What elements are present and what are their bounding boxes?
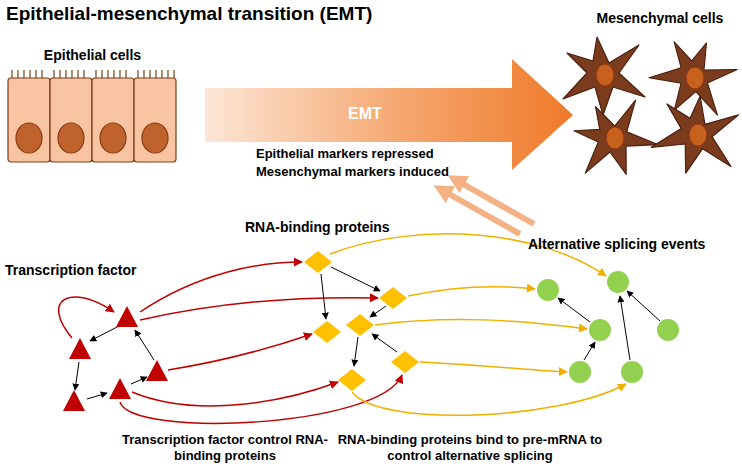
rbp-arrow	[420, 362, 567, 372]
rbp-diamond	[313, 321, 341, 343]
tf-triangle	[116, 306, 138, 327]
text-label: Alternative splicing events	[528, 236, 738, 253]
internal-arrow	[584, 342, 595, 360]
rbp-diamond	[304, 251, 332, 273]
epithelial-cell	[50, 78, 92, 162]
tf-triangle	[69, 338, 91, 359]
tf-arrow	[168, 334, 312, 370]
splicing-circle	[657, 319, 679, 341]
splicing-events	[537, 271, 679, 383]
cell-nucleus	[58, 123, 84, 153]
epithelial-cell	[8, 78, 50, 162]
internal-arrow	[627, 291, 660, 321]
internal-arrow	[372, 334, 397, 352]
internal-arrow	[75, 362, 79, 390]
rbp-diamond	[391, 351, 419, 373]
text-label: Mesenchymal markers induced	[256, 164, 496, 180]
splicing-circle	[621, 361, 643, 383]
cell-nucleus	[686, 67, 704, 89]
text-label: Mesenchymal cells	[580, 10, 740, 27]
text-label: Epithelial markers repressed	[256, 146, 496, 162]
mesenchymal-cell	[565, 91, 664, 187]
rbp-diamond	[338, 369, 366, 391]
microvilli	[12, 70, 174, 78]
tf-arrow	[132, 382, 338, 406]
internal-arrow	[354, 337, 358, 366]
rbp-arrow	[352, 384, 626, 415]
rna-binding-proteins	[304, 251, 419, 391]
rbp-arrows	[330, 234, 626, 416]
transcription-factors	[63, 306, 168, 411]
influence-arrow	[456, 180, 534, 224]
tf-triangle	[63, 390, 85, 411]
rbp-arrow	[408, 287, 535, 296]
process-arrow: EMT	[205, 57, 575, 172]
text-label: Transcription factor	[5, 262, 205, 279]
cell-nucleus	[100, 123, 126, 153]
internal-arrow	[135, 330, 154, 360]
tf-arrow	[59, 297, 114, 338]
internal-arrow	[370, 306, 386, 317]
tf-triangle	[109, 378, 131, 399]
splicing-circle	[589, 319, 611, 341]
splicing-circle	[569, 361, 591, 383]
mesenchymal-cell	[647, 87, 742, 184]
tf-arrow	[140, 262, 302, 312]
text-label: Epithelial cells	[5, 47, 180, 64]
epithelial-cells	[8, 70, 176, 162]
emt-arrow-shape	[205, 57, 575, 172]
text-label: RNA-binding proteins bind to pre-mRNA to…	[320, 432, 620, 463]
internal-arrow	[321, 274, 326, 319]
internal-arrow	[87, 393, 107, 399]
mesenchymal-cells	[563, 27, 742, 188]
cell-nucleus	[689, 124, 707, 146]
cell-nucleus	[596, 64, 614, 86]
internal-arrow	[90, 326, 119, 341]
splicing-circle	[537, 279, 559, 301]
epithelial-cell	[134, 78, 176, 162]
rbp-diamond	[379, 287, 407, 309]
diagram-title: Epithelial-mesenchymal transition (EMT)	[6, 3, 372, 26]
tf-arrow	[140, 298, 378, 320]
internal-arrow	[331, 267, 380, 291]
text-label: Transcription factor control RNA-binding…	[112, 432, 338, 463]
node-label: EMT	[315, 104, 415, 123]
rbp-arrow	[375, 319, 587, 329]
internal-arrows	[75, 267, 660, 399]
cell-nucleus	[16, 123, 42, 153]
epithelial-cell	[92, 78, 134, 162]
internal-arrow	[131, 377, 147, 384]
text-label: RNA-binding proteins	[245, 219, 445, 236]
rbp-diamond	[346, 314, 374, 336]
cell-nucleus	[606, 127, 624, 149]
emt-arrow	[205, 59, 573, 170]
tf-triangle	[146, 360, 168, 381]
internal-arrow	[558, 298, 590, 322]
influence-arrows	[442, 180, 534, 234]
cell-nucleus	[142, 123, 168, 153]
splicing-circle	[607, 271, 629, 293]
tf-arrows	[59, 262, 402, 423]
internal-arrow	[620, 296, 630, 360]
microvilli-lines	[12, 70, 174, 78]
